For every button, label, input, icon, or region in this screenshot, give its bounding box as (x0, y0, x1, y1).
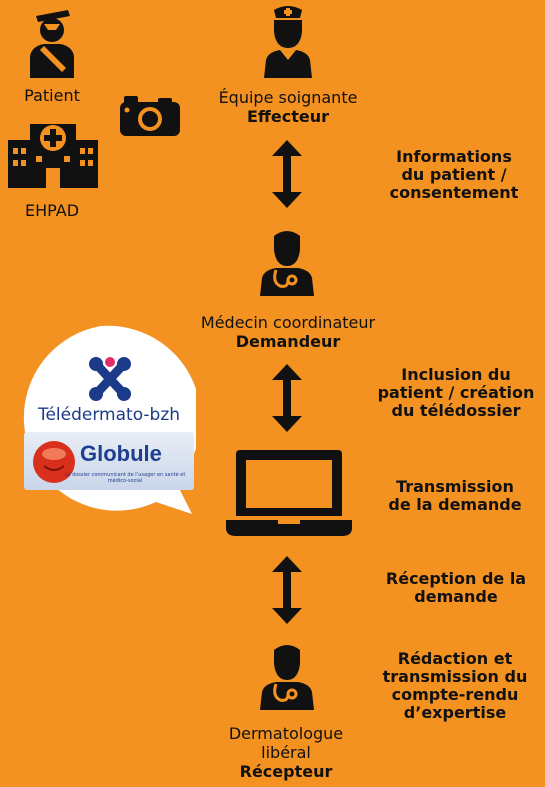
doctor-icon (258, 226, 316, 296)
coordinator-name: Médecin coordinateur (200, 313, 376, 332)
step-line: compte-rendu (391, 685, 519, 704)
step-inclusion: Inclusion du patient / création du téléd… (368, 366, 544, 420)
globule-logo-text: Globule (80, 441, 162, 466)
step-informations: Informations du patient / consentement (370, 148, 538, 202)
ehpad-label: EHPAD (24, 201, 80, 220)
speech-bubble (23, 325, 196, 514)
laptop-icon (226, 450, 352, 536)
step-line: Rédaction et (397, 649, 513, 668)
globule-logo-subtitle: Le dossier communicant de l’usager en sa… (64, 472, 186, 484)
step-line: de la demande (388, 495, 522, 514)
dermatologist-name-line2: libéral (261, 743, 311, 762)
teledermato-logo-text: Télédermato-bzh (37, 405, 181, 425)
dermatologist-name-line1: Dermatologue (228, 724, 344, 743)
step-line: patient / création (377, 383, 535, 402)
step-line: Inclusion du (401, 365, 511, 384)
step-line: demande (414, 587, 498, 606)
double-arrow-icon (272, 140, 302, 208)
step-redaction: Rédaction et transmission du compte-rend… (372, 650, 538, 722)
step-line: Réception de la (385, 569, 527, 588)
patient-label: Patient (24, 86, 80, 105)
camera-icon (120, 96, 180, 136)
team-name: Équipe soignante (218, 88, 358, 107)
teledermato-logo-icon (88, 356, 132, 402)
hospital-icon (8, 118, 98, 188)
globule-ball-icon (32, 440, 76, 484)
dermatologist-role: Récepteur (239, 762, 333, 781)
team-role: Effecteur (246, 107, 329, 126)
step-reception: Réception de la demande (368, 570, 544, 606)
double-arrow-icon (272, 556, 302, 624)
nurse-icon (260, 4, 316, 78)
step-line: d’expertise (403, 703, 507, 722)
step-line: transmission du (382, 667, 528, 686)
step-line: consentement (389, 183, 519, 202)
step-line: du télédossier (391, 401, 521, 420)
step-line: Transmission (396, 477, 514, 496)
coordinator-role: Demandeur (235, 332, 341, 351)
doctor-icon (258, 640, 316, 710)
step-transmission: Transmission de la demande (374, 478, 536, 514)
patient-icon (26, 8, 78, 78)
double-arrow-icon (272, 364, 302, 432)
step-line: Informations (396, 147, 512, 166)
step-line: du patient / (401, 165, 507, 184)
